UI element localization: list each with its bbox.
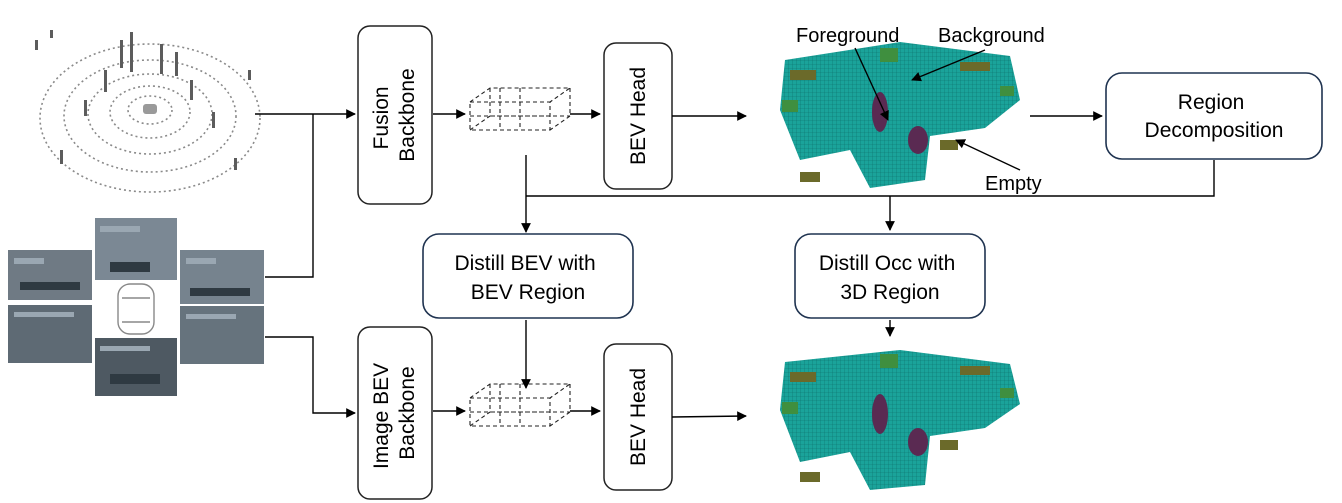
feature-cube-bottom: [469, 383, 572, 427]
svg-text:Region Decomposition: Region Decomposition: [1145, 91, 1284, 142]
distill-bev-block: Distill BEV with BEV Region: [422, 233, 634, 319]
image-bev-backbone-block: Image BEV Backbone: [357, 326, 433, 500]
fusion-backbone-line2: Backbone: [396, 68, 419, 161]
distill-occ-line1: Distill Occ with: [819, 252, 956, 275]
distill-occ-block: Distill Occ with 3D Region: [794, 233, 986, 319]
region-decomposition-line2: Decomposition: [1145, 119, 1284, 142]
occupancy-annotations: Foreground Background Empty: [796, 25, 1045, 195]
lidar-point-cloud-icon: [35, 30, 261, 193]
svg-text:Distill Occ with 3D Regi: Distill Occ with 3D Region: [819, 252, 961, 304]
fusion-backbone-line1: Fusion: [370, 86, 393, 149]
fusion-backbone-block: Fusion Backbone: [357, 25, 433, 205]
region-arrows: [521, 111, 1215, 389]
distill-bev-line1: Distill BEV with: [454, 252, 595, 275]
car-top-view-icon: [117, 283, 155, 335]
empty-label: Empty: [985, 173, 1042, 195]
bev-head-top-label: BEV Head: [627, 67, 650, 165]
background-label: Background: [938, 25, 1045, 47]
svg-text:Image BEV Backbone: Image BEV Backbone: [370, 357, 419, 469]
bev-head-top-block: BEV Head: [603, 42, 673, 190]
head-output-arrows: [671, 111, 747, 422]
svg-text:Fusion Backbone: Fusion Backbone: [370, 68, 419, 161]
bev-head-bottom-block: BEV Head: [603, 343, 673, 491]
feature-cube-top: [469, 87, 572, 131]
foreground-label: Foreground: [796, 25, 899, 47]
surround-camera-icon: [8, 218, 264, 396]
backbone-arrows: [433, 109, 601, 416]
occupancy-prediction-bottom: [780, 350, 1020, 490]
distill-bev-line2: BEV Region: [471, 281, 585, 304]
region-decomposition-line1: Region: [1178, 91, 1245, 114]
distill-occ-line2: 3D Region: [840, 281, 939, 304]
bev-head-bottom-label: BEV Head: [627, 368, 650, 466]
occupancy-prediction-top: [780, 42, 1020, 188]
image-bev-backbone-line2: Backbone: [396, 366, 419, 459]
occupancy-grid-icon: [780, 42, 1020, 490]
region-decomposition-block: Region Decomposition: [1105, 72, 1323, 160]
input-connectors: [255, 109, 356, 418]
svg-text:Distill BEV with BEV Reg: Distill BEV with BEV Region: [454, 252, 601, 304]
image-bev-backbone-line1: Image BEV: [370, 363, 393, 469]
